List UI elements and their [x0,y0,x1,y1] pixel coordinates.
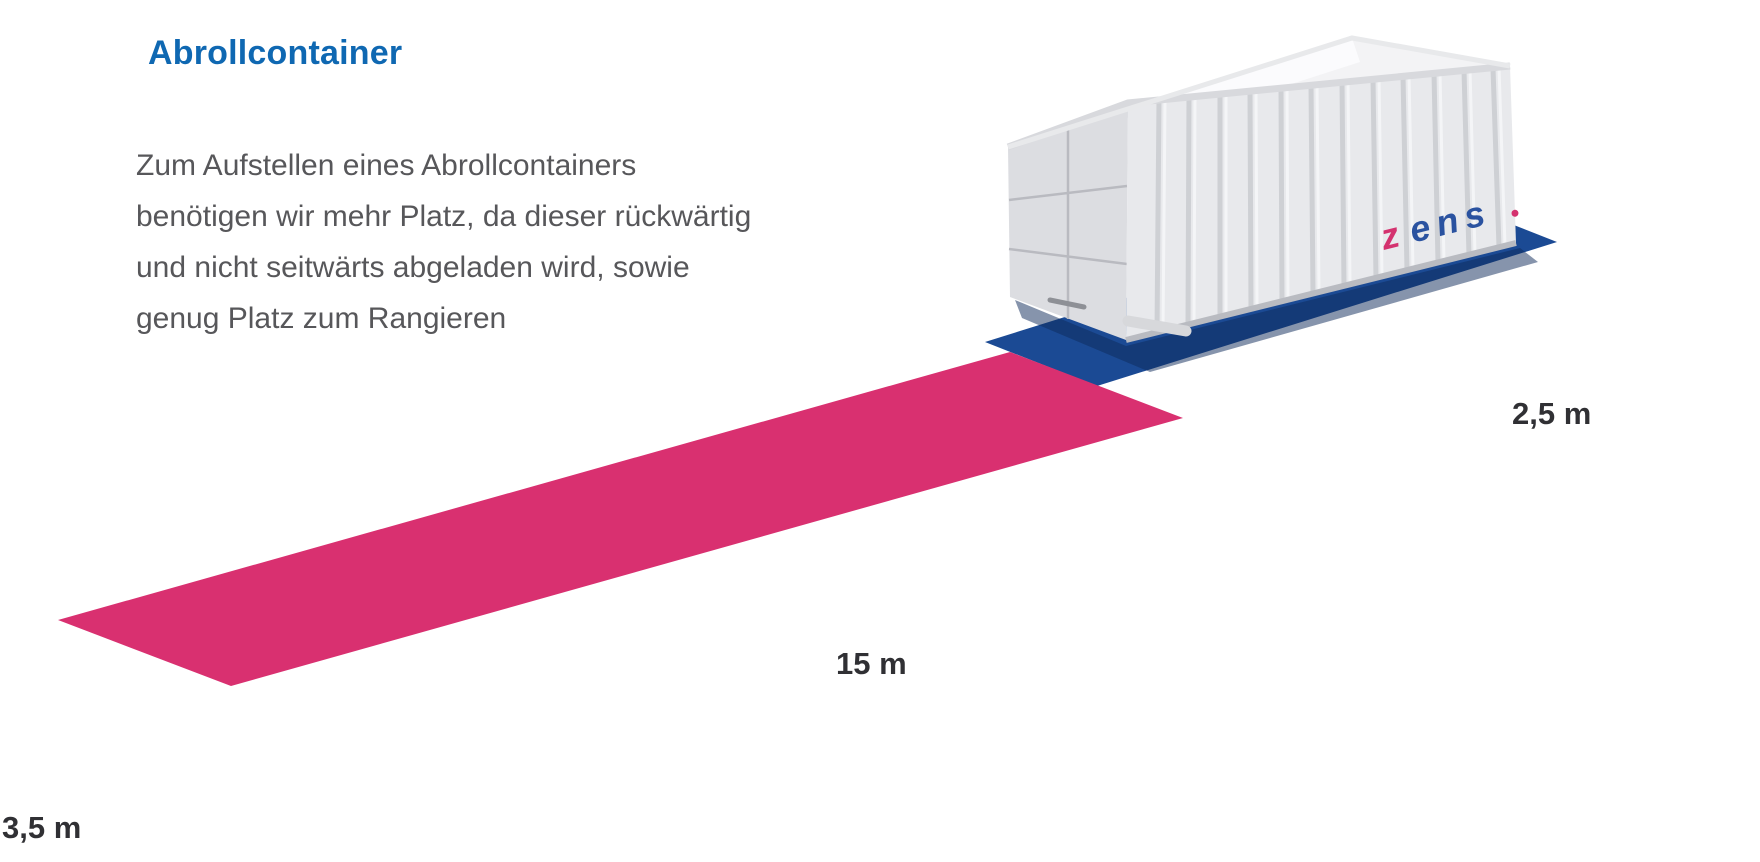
door-handle [1047,297,1087,310]
rear-roller [1122,315,1192,337]
dimension-label-container-width: 2,5 m [1512,396,1592,431]
intro-line-1: Zum Aufstellen eines Abrollcontainers [136,149,637,182]
roll-off-container: z ens [1006,35,1519,343]
side-ribs-shadow [1154,67,1502,333]
page-title: Abrollcontainer [148,34,403,72]
container-back-rim [1007,35,1511,150]
container-shadow [1015,248,1538,372]
container-side-face [1126,66,1516,340]
door-panel-lines [1008,125,1128,319]
pink-maneuver-area [58,352,1183,686]
intro-line-3: und nicht seitwärts abgeladen wird, sowi… [136,251,690,284]
side-ribs-highlight [1161,67,1507,332]
container-interior [1008,38,1510,147]
dimension-label-maneuver-length: 15 m [836,646,907,681]
intro-line-2: benötigen wir mehr Platz, da dieser rück… [136,200,752,233]
container-bottom-rail [1125,240,1517,343]
dimension-label-access-width: 3,5 m [2,810,82,845]
intro-line-4: genug Platz zum Rangieren [136,302,507,335]
intro-paragraph: Zum Aufstellen eines Abrollcontainers be… [136,140,896,344]
logo-dot [1511,209,1519,217]
